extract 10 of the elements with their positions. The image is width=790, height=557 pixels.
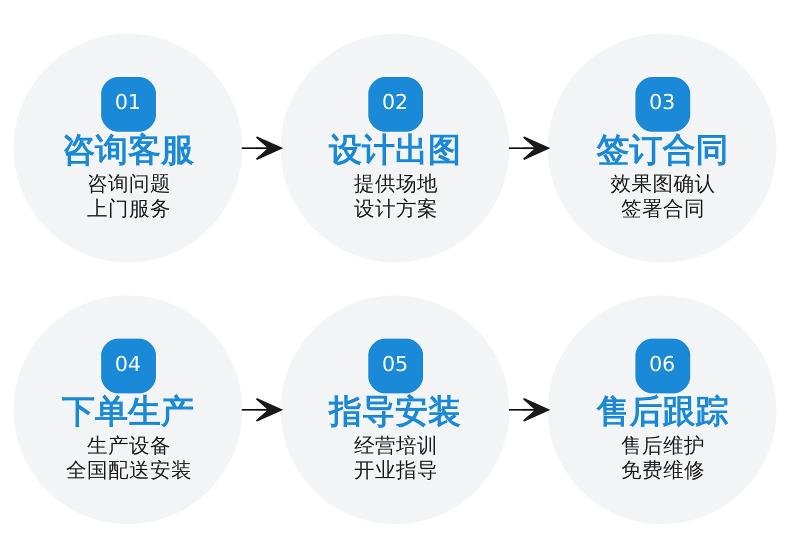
arrow	[242, 136, 282, 160]
node-circle: 05 指导安装 经营培训 开业指导	[280, 294, 510, 524]
arrow	[508, 136, 550, 160]
arrow	[242, 397, 282, 422]
node-circle: 01 咨询客服 咨询问题 上门服务	[14, 33, 242, 262]
node-circle: 03 签订合同 效果图确认 签署合同	[548, 33, 776, 262]
node-circle: 06 售后跟踪 售后维护 免费维修	[548, 294, 776, 524]
node-circle: 02 设计出图 提供场地 设计方案	[280, 33, 510, 262]
arrow	[508, 397, 550, 422]
node-circle: 04 下单生产 生产设备 全国配送安装	[14, 294, 242, 524]
